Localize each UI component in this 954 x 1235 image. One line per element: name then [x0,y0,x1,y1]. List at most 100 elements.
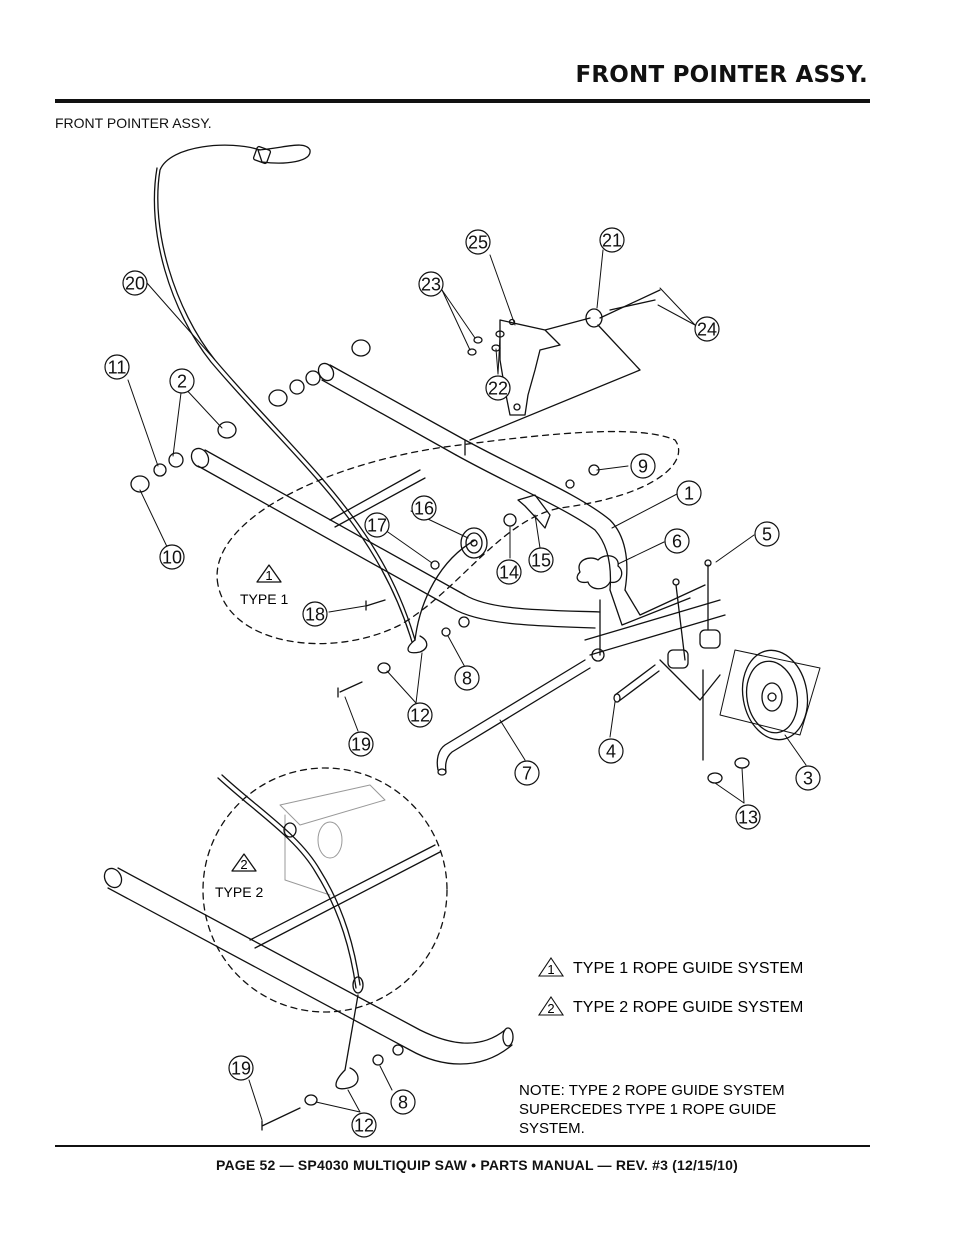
type1-triangle [256,564,282,583]
callout-25: 25 [465,229,491,255]
callout-circle [122,270,148,296]
callout-18: 18 [302,601,328,627]
bracket-15 [517,494,551,529]
washer-13b [734,757,750,769]
eye-bolt-assembly-upper [337,616,470,698]
washer-13a [707,772,723,784]
washer-17 [430,560,440,570]
bolt-18 [365,599,386,611]
callout-circle [694,316,720,342]
callout-circle [514,760,540,786]
note-line-1: NOTE: TYPE 2 ROPE GUIDE SYSTEM [519,1082,785,1099]
callout-circle [407,702,433,728]
callout-circle [411,495,437,521]
page-footer: PAGE 52 — SP4030 MULTIQUIP SAW • PARTS M… [216,1157,738,1173]
callout-19: 19 [348,731,374,757]
callout-circle [302,601,328,627]
callout-8: 8 [390,1089,416,1115]
type2-triangle [231,853,257,872]
pointer-rod-7 [436,659,591,776]
callout-circle [169,368,195,394]
callout-circle [454,665,480,691]
callout-16: 16 [411,495,437,521]
callout-circle [348,731,374,757]
rope-cable-20 [153,144,476,643]
type2-detail-region [202,767,448,1013]
callout-number: 13 [738,808,758,828]
callout-circle [104,354,130,380]
callout-circle [351,1112,377,1138]
callout-circle [364,512,390,538]
legend-item-2-number: 2 [547,1001,554,1016]
callout-circle [496,559,522,585]
pulley-16 [460,527,488,559]
callout-4: 4 [598,738,624,764]
frame-upper-tube [317,362,706,626]
frame-lower-tube [190,447,601,629]
callout-circle [159,544,185,570]
callout-number: 25 [468,233,488,253]
type2-cable [217,774,364,1090]
callout-circle [485,375,511,401]
callout-number: 19 [351,735,371,755]
callout-number: 16 [414,499,434,519]
callout-number: 22 [488,379,508,399]
callout-number: 8 [462,669,472,689]
callout-number: 24 [697,320,717,340]
callout-number: 12 [354,1116,374,1136]
callout-circle [754,521,780,547]
note-line-2: SUPERCEDES TYPE 1 ROPE GUIDE [519,1101,776,1118]
page-title: FRONT POINTER ASSY. [575,62,868,88]
callout-circle [390,1089,416,1115]
callout-19: 19 [228,1055,254,1081]
callout-3: 3 [795,765,821,791]
type1-label: TYPE 1 [240,591,288,607]
footer-rule [55,1145,870,1147]
callout-7: 7 [514,760,540,786]
callout-number: 23 [421,275,441,295]
type1-triangle-number: 1 [265,568,272,583]
wheel-bracket [584,559,726,701]
type2-hardware [261,1044,404,1131]
callout-number: 6 [672,532,682,552]
leader-lines [127,249,807,1121]
callout-5: 5 [754,521,780,547]
callout-8: 8 [454,665,480,691]
callout-number: 8 [398,1093,408,1113]
callout-number: 21 [602,231,622,251]
legend-item-1-number: 1 [547,962,554,977]
callout-6: 6 [664,528,690,554]
legend-item-2-text: TYPE 2 ROPE GUIDE SYSTEM [573,999,803,1016]
callout-11: 11 [104,354,130,380]
callout-number: 7 [522,764,532,784]
callout-21: 21 [599,227,625,253]
callout-number: 3 [803,769,813,789]
callout-number: 20 [125,274,145,294]
callout-12: 12 [407,702,433,728]
washer-9 [565,479,575,489]
callout-23: 23 [418,271,444,297]
callout-2: 2 [169,368,195,394]
callout-circle [418,271,444,297]
callout-15: 15 [528,547,554,573]
callout-circle [630,453,656,479]
callout-20: 20 [122,270,148,296]
callout-number: 5 [762,525,772,545]
bushing-14 [503,513,517,527]
header-rule [55,99,870,103]
note-line-3: SYSTEM. [519,1120,585,1137]
callout-number: 15 [531,551,551,571]
note-block: NOTE: TYPE 2 ROPE GUIDE SYSTEM SUPERCEDE… [519,1082,785,1137]
wheel-3 [719,649,821,741]
pin-4 [613,664,660,703]
callout-number: 11 [108,358,127,378]
callout-number: 9 [638,457,648,477]
type2-label: TYPE 2 [215,884,263,900]
callout-9: 9 [630,453,656,479]
callout-number: 18 [305,605,325,625]
callout-1: 1 [676,480,702,506]
callout-number: 19 [231,1059,251,1079]
callout-circle [664,528,690,554]
type2-frame-tube [103,844,514,1065]
callout-number: 12 [410,706,430,726]
